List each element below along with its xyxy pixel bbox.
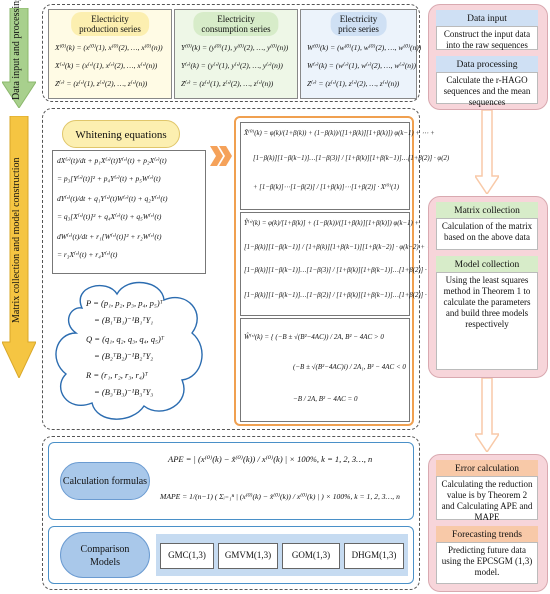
step-model-collection-head: Model collection	[436, 256, 538, 272]
production-eq-3: Z⁽ʳ⁾ = (z⁽ʳ⁾(1), z⁽ʳ⁾(2), …, z⁽ʳ⁾(n))	[55, 79, 148, 88]
step-forecasting-body: Predicting future data using the EPCSGM …	[436, 542, 538, 584]
model-dhgm: DHGM(1,3)	[344, 543, 404, 569]
double-chevron-icon	[210, 146, 232, 166]
production-eq-1: X⁽⁰⁾(k) = (x⁽⁰⁾(1), x⁽⁰⁾(2), …, x⁽⁰⁾(n))	[55, 43, 163, 52]
data-input-panel	[42, 4, 420, 102]
stage2-label: Matrix collection and model construction	[11, 157, 22, 323]
step-model-collection-body: Using the least squares method in Theore…	[436, 272, 538, 370]
x-solution-line-3: + [1−β(k)]⋯[1−β(2)] / [1+β(k)]⋯[1+β(2)] …	[253, 184, 399, 191]
y-solution-line-1: Ŷ⁽ʳ⁾(k) = φ(k)/[1+β(k)] + (1−β(k))/([1+β…	[244, 220, 420, 227]
price-series-title: Electricity price series	[330, 12, 387, 36]
w-solution-box: Ŵ⁽ʳ⁾(k) = { (−B ± √(B²−4AC)) / 2A, B² − …	[240, 318, 410, 422]
cloud-line-5: R = (r₁, r₂, r₃, r₄)ᵀ	[86, 370, 148, 380]
model-gmc: GMC(1,3)	[160, 543, 214, 569]
stage1-label: Data input and processing	[11, 0, 22, 100]
step-data-input-body: Construct the input data into the raw se…	[436, 26, 538, 50]
whitening-line-2: = p₃[Y⁽ʳ⁾(t)]² + p₄Y⁽ʳ⁾(t) + p₅W⁽ʳ⁾(t)	[57, 174, 161, 183]
ape-formula: APE = | (x⁽⁰⁾(k) − x̂⁽⁰⁾(k)) / x⁽⁰⁾(k) |…	[168, 454, 373, 464]
parameter-cloud-shape	[55, 281, 203, 420]
price-series-box: Electricity price series W⁽⁰⁾(k) = (w⁽⁰⁾…	[300, 9, 421, 99]
comparison-label: Comparison Models	[60, 532, 150, 578]
whitening-line-6: = r₃X⁽ʳ⁾(t) + r₄Y⁽ʳ⁾(t)	[57, 250, 118, 259]
model-gmvm: GMVM(1,3)	[218, 543, 278, 569]
step-data-processing-body: Calculate the r-HAGO sequences and the m…	[436, 72, 538, 107]
w-solution-line-2: (−B ± √(B²−4AC)i) / 2A₁, B² − 4AC < 0	[293, 363, 406, 371]
price-eq-3: Z⁽ʳ⁾ = (z⁽ʳ⁾(1), z⁽ʳ⁾(2), …, z⁽ʳ⁾(n))	[307, 79, 400, 88]
whitening-line-4: = q₃[X⁽ʳ⁾(t)]² + q₄X⁽ʳ⁾(t) + q₅W⁽ʳ⁾(t)	[57, 212, 162, 221]
step-error-calc-body: Calculating the reduction value is by Th…	[436, 476, 538, 522]
cloud-line-3: Q = (q₁, q₂, q₃, q₄, q₅)ᵀ	[86, 334, 165, 344]
y-solution-box: Ŷ⁽ʳ⁾(k) = φ(k)/[1+β(k)] + (1−β(k))/([1+β…	[240, 212, 446, 316]
step-data-processing-head: Data processing	[436, 56, 538, 72]
step-data-input-head: Data input	[436, 10, 538, 26]
price-eq-2: W⁽ʳ⁾(k) = (w⁽ʳ⁾(1), w⁽ʳ⁾(2), …, w⁽ʳ⁾(n))	[307, 61, 416, 70]
model-construction-panel	[42, 108, 420, 430]
whitening-line-3: dY⁽ʳ⁾(t)/dt + q₁Y⁽ʳ⁾(t)W⁽ʳ⁾(t) + q₂Y⁽ʳ⁾(…	[57, 194, 168, 203]
step-error-calc-head: Error calculation	[436, 460, 538, 476]
consumption-eq-2: Y⁽ʳ⁾(k) = (y⁽ʳ⁾(1), y⁽ʳ⁾(2), …, y⁽ʳ⁾(n))	[181, 61, 283, 70]
consumption-eq-3: Z⁽ʳ⁾ = (z⁽ʳ⁾(1), z⁽ʳ⁾(2), …, z⁽ʳ⁾(n))	[181, 79, 274, 88]
x-solution-box: X̂⁽⁰⁾(k) = φ(k)/(1+β(k)) + (1−β(k))/([1+…	[240, 122, 449, 210]
x-solution-line-2: [1−β(k)][1−β(k−1)]…[1−β(3)] / [1+β(k)][1…	[253, 155, 450, 162]
mape-formula: MAPE = 1/(n−1) ( Σᵢ₌₁ⁿ | (x⁽⁰⁾(k) − x̂⁽⁰…	[160, 492, 400, 501]
cloud-line-1: P = (p₁, p₂, p₃, p₄, p₅)ᵀ	[86, 298, 163, 308]
cloud-line-2: = (B₁ᵀB₁)⁻¹B₁ᵀY₁	[94, 315, 154, 325]
production-series-box: Electricity production series X⁽⁰⁾(k) = …	[48, 9, 172, 99]
flow-arrow-1	[475, 110, 499, 194]
consumption-eq-1: Y⁽⁰⁾(k) = (y⁽⁰⁾(1), y⁽⁰⁾(2), …, y⁽⁰⁾(n))	[181, 43, 289, 52]
flow-arrow-2	[475, 378, 499, 452]
step-matrix-collection-body: Calculation of the matrix based on the a…	[436, 218, 538, 250]
w-solution-line-3: −B / 2A, B² − 4AC = 0	[293, 395, 358, 403]
x-solution-line-1: X̂⁽⁰⁾(k) = φ(k)/(1+β(k)) + (1−β(k))/([1+…	[244, 130, 435, 137]
w-solution-line-1: Ŵ⁽ʳ⁾(k) = { (−B ± √(B²−4AC)) / 2A, B² − …	[244, 333, 384, 341]
cloud-line-4: = (B₂ᵀB₂)⁻¹B₂ᵀY₂	[94, 351, 154, 361]
consumption-series-box: Electricity consumption series Y⁽⁰⁾(k) =…	[174, 9, 298, 99]
consumption-series-title: Electricity consumption series	[193, 12, 279, 36]
calc-formulas-label: Calculation formulas	[60, 462, 150, 500]
y-solution-line-4: [1−β(k)][1−β(k−1)]…[1−β(2)] / [1+β(k)][1…	[244, 292, 445, 299]
stage2-arrow	[2, 116, 36, 378]
whitening-equations-box: dX⁽ʳ⁾(t)/dt + p₁X⁽ʳ⁾(t)Y⁽ʳ⁾(t) + p₂X⁽ʳ⁾(…	[52, 150, 206, 274]
whitening-title: Whitening equations	[62, 120, 180, 148]
y-solution-line-3: [1−β(k)][1−β(k−1)]…[1−β(3)] / [1+β(k)][1…	[244, 267, 447, 274]
production-series-title: Electricity production series	[71, 12, 149, 36]
cloud-line-6: = (B₃ᵀB₃)⁻¹B₃ᵀY₃	[94, 387, 154, 397]
y-solution-line-2: [1−β(k)][1−β(k−1)] / [1+β(k)][1+β(k−1)][…	[244, 244, 440, 251]
whitening-line-5: dW⁽ʳ⁾(t)/dt + r₁[W⁽ʳ⁾(t)]² + r₂W⁽ʳ⁾(t)	[57, 232, 162, 241]
price-eq-1: W⁽⁰⁾(k) = (w⁽⁰⁾(1), w⁽⁰⁾(2), …, w⁽⁰⁾(n))	[307, 43, 422, 52]
step-forecasting-head: Forecasting trends	[436, 526, 538, 542]
evaluation-panel	[42, 436, 420, 590]
whitening-line-1: dX⁽ʳ⁾(t)/dt + p₁X⁽ʳ⁾(t)Y⁽ʳ⁾(t) + p₂X⁽ʳ⁾(…	[57, 156, 167, 165]
stage1-arrow	[2, 8, 36, 108]
production-eq-2: X⁽ʳ⁾(k) = (x⁽ʳ⁾(1), x⁽ʳ⁾(2), …, x⁽ʳ⁾(n))	[55, 61, 158, 70]
step-matrix-collection-head: Matrix collection	[436, 202, 538, 218]
model-gom: GOM(1,3)	[282, 543, 340, 569]
